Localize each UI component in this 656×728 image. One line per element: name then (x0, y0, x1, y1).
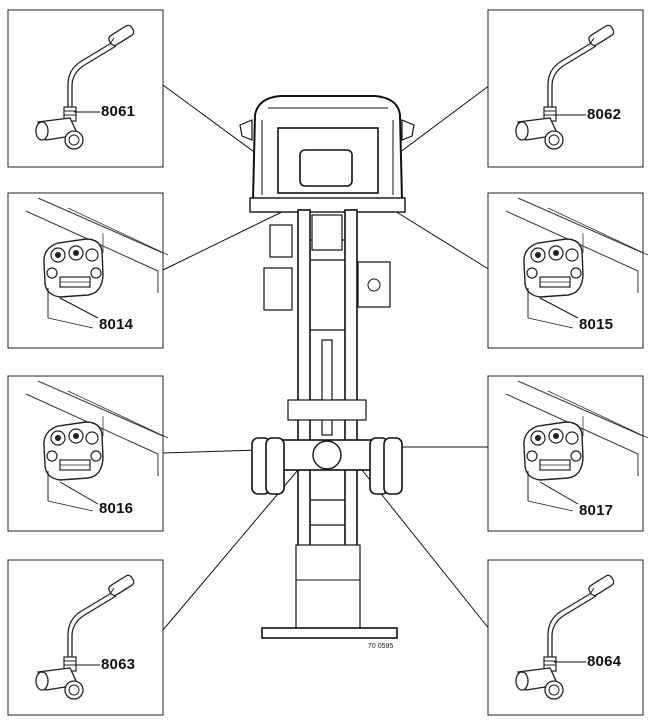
panel-rear-right-modulator (487, 375, 649, 532)
label-front-left-sensor: 8061 (101, 103, 136, 120)
label-front-right-sensor: 8062 (587, 106, 622, 123)
panel-rear-left-modulator (7, 375, 169, 532)
label-rear-right-modulator: 8017 (579, 502, 614, 519)
figure-code: 70 0595 (368, 643, 394, 650)
label-rear-left-modulator: 8016 (99, 500, 134, 517)
label-rear-right-sensor: 8064 (587, 653, 622, 670)
label-rear-left-sensor: 8063 (101, 656, 136, 673)
label-pointers (59, 111, 586, 666)
panel-rear-right-sensor (487, 559, 644, 716)
label-front-left-modulator: 8014 (99, 316, 134, 333)
panel-front-left-modulator (7, 192, 169, 349)
panel-rear-left-sensor (7, 559, 164, 716)
panel-front-left-sensor (7, 9, 164, 168)
label-front-right-modulator: 8015 (579, 316, 614, 333)
vehicle-chassis (239, 95, 415, 639)
panel-front-right-modulator (487, 192, 649, 349)
panel-front-right-sensor (487, 9, 644, 168)
